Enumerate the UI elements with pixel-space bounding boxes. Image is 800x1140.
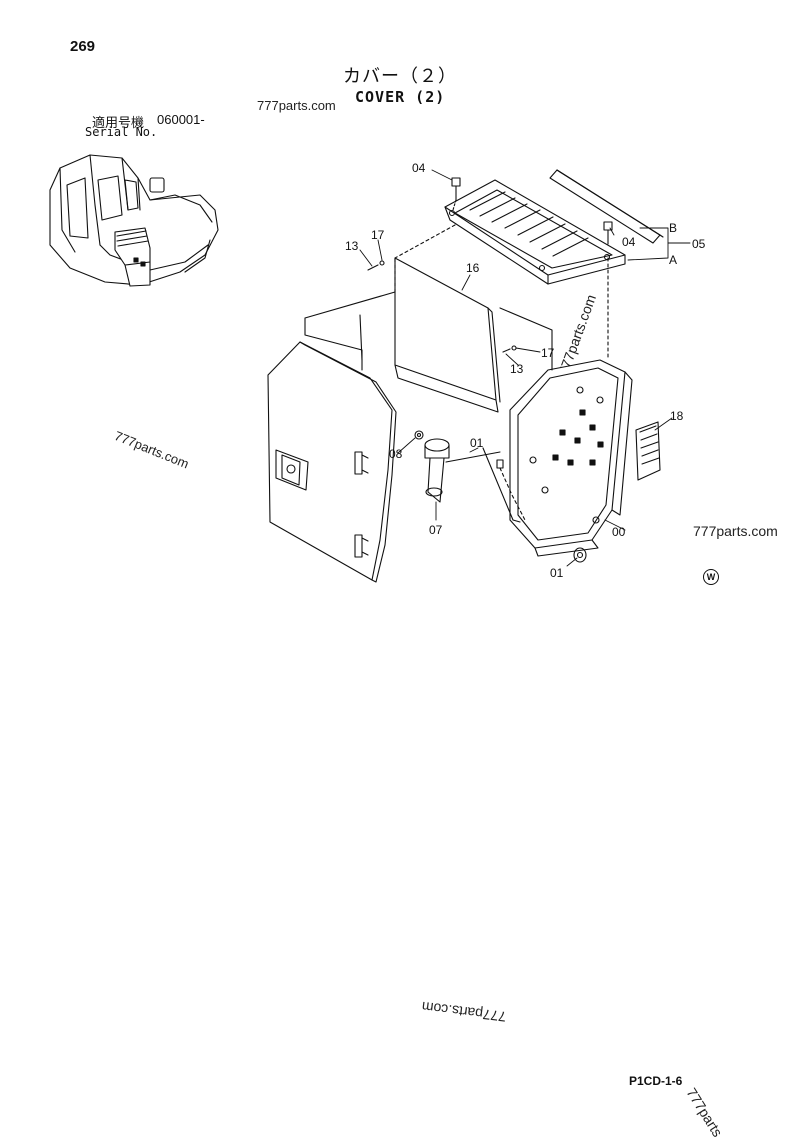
- callout-13: 13: [345, 239, 359, 253]
- mount-bracket: [424, 438, 450, 503]
- serial-label-english: Serial No.: [85, 125, 158, 139]
- ref-letter-a: A: [669, 253, 677, 267]
- callout-00: 00: [612, 525, 626, 539]
- drawing-code: P1CD-1-6: [629, 1074, 683, 1088]
- inner-panel: [394, 257, 501, 413]
- callout-07: 07: [429, 523, 443, 537]
- excavator-thumbnail: [49, 154, 219, 287]
- callout-08: 08: [389, 447, 403, 461]
- callout-17: 17: [371, 228, 385, 242]
- insulation-pad: [635, 421, 661, 481]
- callout-18: 18: [670, 409, 684, 423]
- ref-letter-b: B: [669, 221, 677, 235]
- callout-01-lower: 01: [550, 566, 564, 580]
- callout-01: 01: [470, 436, 484, 450]
- callout-17-right: 17: [541, 346, 555, 360]
- variant-w-mark: W: [703, 569, 719, 585]
- bolt-04b: [603, 221, 613, 245]
- page-title-english: COVER (2): [355, 88, 446, 106]
- top-grille-cover: [444, 179, 626, 285]
- callout-16: 16: [466, 261, 480, 275]
- bolt-04: [451, 177, 461, 211]
- watermark: 777parts.com: [693, 523, 778, 539]
- watermark: 777parts.com: [257, 98, 336, 113]
- frame-outline: [304, 224, 609, 371]
- page-number: 269: [70, 38, 96, 55]
- callout-04: 04: [412, 161, 426, 175]
- callout-04-right: 04: [622, 235, 636, 249]
- page-title-japanese: カバー（２）: [343, 66, 457, 87]
- callout-05: 05: [692, 237, 706, 251]
- frame-panel: [509, 359, 633, 557]
- leader-lines: [359, 169, 691, 567]
- side-door: [267, 341, 397, 583]
- seal-strip: [549, 169, 664, 244]
- serial-range: 060001-: [157, 112, 205, 127]
- hardware: [367, 260, 587, 563]
- callout-13-right: 13: [510, 362, 524, 376]
- serial-label-japanese: 適用号機: [92, 116, 145, 131]
